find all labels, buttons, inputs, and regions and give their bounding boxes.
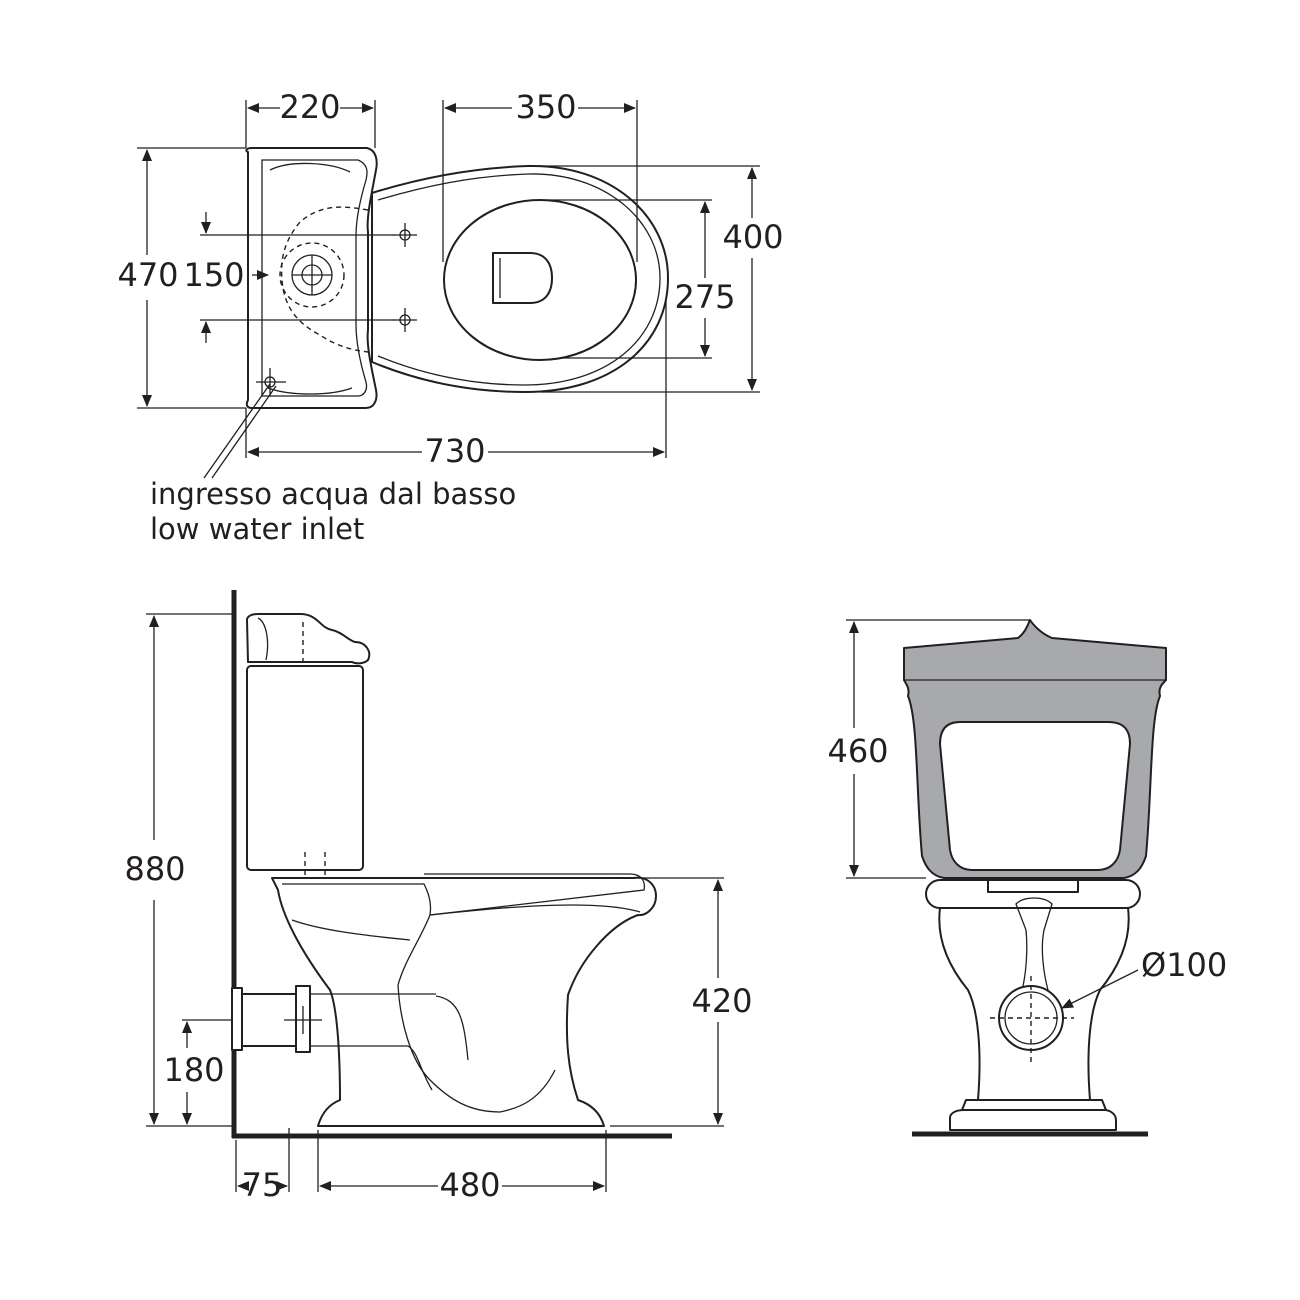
inlet-leader-line xyxy=(203,383,277,479)
dim-75: 75 xyxy=(242,1166,283,1204)
dim-420: 420 xyxy=(691,982,752,1020)
dim-400: 400 xyxy=(722,218,783,256)
dim-150: 150 xyxy=(183,256,244,294)
dim-480: 480 xyxy=(439,1166,500,1204)
cistern-lid-side xyxy=(246,613,371,665)
top-view: 220 350 470 150 400 275 730 xyxy=(117,88,784,479)
seat-opening-top xyxy=(443,199,637,361)
dim-880: 880 xyxy=(124,850,185,888)
dim-350: 350 xyxy=(515,88,576,126)
hidden-outlet-top xyxy=(280,206,369,353)
bowl-body-side xyxy=(271,876,657,1127)
dim-diameter-100: Ø100 xyxy=(1141,946,1227,984)
bowl-outline-top xyxy=(371,164,669,393)
bowl-rim-top xyxy=(377,173,661,386)
cistern-body-side xyxy=(246,665,364,871)
side-view: 880 180 420 75 480 xyxy=(124,590,753,1204)
inlet-note-italian: ingresso acqua dal basso xyxy=(150,477,517,511)
dim-460: 460 xyxy=(827,732,888,770)
inlet-note-english: low water inlet xyxy=(150,512,365,546)
hinge-block-top xyxy=(492,252,553,304)
dim-730: 730 xyxy=(424,432,485,470)
dim-470: 470 xyxy=(117,256,178,294)
dim-275: 275 xyxy=(674,278,735,316)
dim-220: 220 xyxy=(279,88,340,126)
cistern-front-panel xyxy=(939,721,1131,871)
front-view: 460 Ø100 xyxy=(827,620,1227,1137)
dim-180: 180 xyxy=(163,1051,224,1089)
dim-line-100 xyxy=(1061,969,1139,1009)
